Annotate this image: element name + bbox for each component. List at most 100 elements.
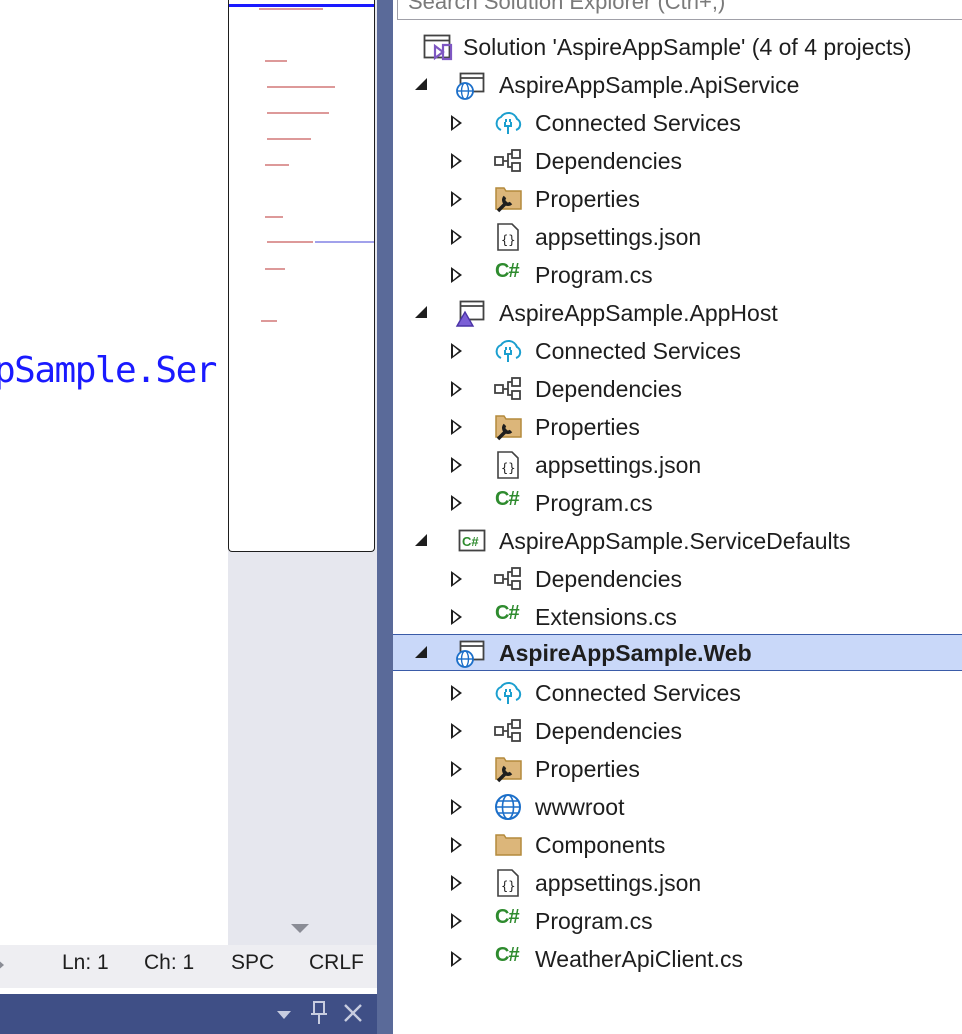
tree-item-dependencies[interactable]: Dependencies <box>393 370 962 408</box>
connected-services-icon <box>493 336 523 366</box>
csharp-project-icon: C# <box>457 526 487 556</box>
collapse-arrow-icon[interactable] <box>415 646 427 658</box>
minimap-line <box>265 60 287 62</box>
tree-item-label: Program.cs <box>535 908 653 934</box>
tool-window-header <box>0 994 377 1034</box>
chevron-down-icon[interactable] <box>276 1010 292 1020</box>
collapse-arrow-icon[interactable] <box>415 78 427 90</box>
tree-item-wwwroot[interactable]: wwwroot <box>393 788 962 826</box>
minimap-line <box>315 241 374 243</box>
expand-arrow-icon[interactable] <box>451 837 462 853</box>
csharp-file-icon: C# <box>495 488 520 510</box>
tree-item-label: Properties <box>535 186 640 212</box>
csharp-file-icon: C# <box>495 906 520 928</box>
csharp-file-icon: C# <box>495 944 520 966</box>
connected-services-icon <box>493 108 523 138</box>
code-editor[interactable]: pSample.Ser <box>0 0 228 945</box>
search-box[interactable] <box>397 0 962 20</box>
line-ending-indicator[interactable]: CRLF <box>309 951 364 974</box>
tree-item-appsettings[interactable]: {} appsettings.json <box>393 446 962 484</box>
collapse-arrow-icon[interactable] <box>415 534 427 546</box>
tree-item-label: Extensions.cs <box>535 604 677 630</box>
tree-item-connected-services[interactable]: Connected Services <box>393 674 962 712</box>
web-project-icon <box>455 638 485 668</box>
project-node-apphost[interactable]: AspireAppSample.AppHost <box>393 294 962 332</box>
tree-item-program-cs[interactable]: C# Program.cs <box>393 484 962 522</box>
tree-item-properties[interactable]: Properties <box>393 180 962 218</box>
tree-item-label: WeatherApiClient.cs <box>535 946 743 972</box>
expand-arrow-icon[interactable] <box>451 457 462 473</box>
project-node-apiservice[interactable]: AspireAppSample.ApiService <box>393 66 962 104</box>
project-node-web[interactable]: AspireAppSample.Web <box>393 634 962 671</box>
expand-arrow-icon[interactable] <box>451 495 462 511</box>
project-label: AspireAppSample.ApiService <box>499 72 800 98</box>
tree-item-weatherapiclient-cs[interactable]: C# WeatherApiClient.cs <box>393 940 962 978</box>
expand-arrow-icon[interactable] <box>451 761 462 777</box>
tree-item-label: appsettings.json <box>535 224 702 250</box>
panel-splitter[interactable] <box>377 0 393 1034</box>
minimap-line <box>267 138 311 140</box>
expand-arrow-icon[interactable] <box>451 267 462 283</box>
expand-arrow-icon[interactable] <box>451 799 462 815</box>
globe-icon <box>493 792 523 822</box>
minimap-line <box>261 320 277 322</box>
tree-item-connected-services[interactable]: Connected Services <box>393 104 962 142</box>
tree-item-program-cs[interactable]: C# Program.cs <box>393 256 962 294</box>
search-input[interactable] <box>398 0 962 17</box>
expand-arrow-icon[interactable] <box>451 951 462 967</box>
dependencies-icon <box>493 716 523 746</box>
minimap-line <box>259 8 323 10</box>
tree-item-components[interactable]: Components <box>393 826 962 864</box>
expand-arrow-icon[interactable] <box>451 343 462 359</box>
expand-arrow-icon[interactable] <box>451 153 462 169</box>
expand-arrow-icon[interactable] <box>451 419 462 435</box>
spacing-indicator[interactable]: SPC <box>231 951 275 974</box>
tree-item-appsettings[interactable]: {} appsettings.json <box>393 218 962 256</box>
editor-minimap[interactable] <box>228 0 375 552</box>
properties-icon <box>493 754 523 784</box>
properties-icon <box>493 184 523 214</box>
folder-icon <box>493 830 523 860</box>
solution-icon <box>423 32 453 62</box>
tree-item-dependencies[interactable]: Dependencies <box>393 560 962 598</box>
expand-arrow-icon[interactable] <box>451 875 462 891</box>
solution-label: Solution 'AspireAppSample' (4 of 4 proje… <box>463 34 912 60</box>
collapse-arrow-icon[interactable] <box>415 306 427 318</box>
char-indicator[interactable]: Ch: 1 <box>144 951 195 974</box>
expand-arrow-icon[interactable] <box>451 723 462 739</box>
expand-arrow-icon[interactable] <box>451 115 462 131</box>
expand-arrow-icon[interactable] <box>451 229 462 245</box>
tree-item-program-cs[interactable]: C# Program.cs <box>393 902 962 940</box>
expand-arrow-icon[interactable] <box>451 381 462 397</box>
caret-right-icon[interactable] <box>0 957 4 973</box>
expand-arrow-icon[interactable] <box>451 571 462 587</box>
json-file-icon: {} <box>493 222 523 252</box>
expand-arrow-icon[interactable] <box>451 191 462 207</box>
svg-text:{}: {} <box>501 233 515 247</box>
json-file-icon: {} <box>493 868 523 898</box>
close-icon[interactable] <box>343 1003 363 1023</box>
tree-item-extensions-cs[interactable]: C# Extensions.cs <box>393 598 962 636</box>
tree-item-label: Dependencies <box>535 718 683 744</box>
tree-item-connected-services[interactable]: Connected Services <box>393 332 962 370</box>
minimap-line <box>265 268 285 270</box>
expand-arrow-icon[interactable] <box>451 685 462 701</box>
tree-item-dependencies[interactable]: Dependencies <box>393 712 962 750</box>
tree-item-properties[interactable]: Properties <box>393 750 962 788</box>
project-node-servicedefaults[interactable]: C# AspireAppSample.ServiceDefaults <box>393 522 962 560</box>
dependencies-icon <box>493 374 523 404</box>
tree-item-label: Connected Services <box>535 110 741 136</box>
line-indicator[interactable]: Ln: 1 <box>62 951 109 974</box>
solution-node[interactable]: Solution 'AspireAppSample' (4 of 4 proje… <box>393 28 962 66</box>
pin-icon[interactable] <box>310 1000 328 1026</box>
dependencies-icon <box>493 146 523 176</box>
tree-item-dependencies[interactable]: Dependencies <box>393 142 962 180</box>
expand-arrow-icon[interactable] <box>451 913 462 929</box>
tree-item-properties[interactable]: Properties <box>393 408 962 446</box>
tree-item-label: Properties <box>535 414 640 440</box>
tree-item-appsettings[interactable]: {} appsettings.json <box>393 864 962 902</box>
expand-arrow-icon[interactable] <box>451 609 462 625</box>
scroll-down-arrow-icon[interactable] <box>291 924 309 933</box>
tree-item-label: appsettings.json <box>535 870 702 896</box>
dependencies-icon <box>493 564 523 594</box>
